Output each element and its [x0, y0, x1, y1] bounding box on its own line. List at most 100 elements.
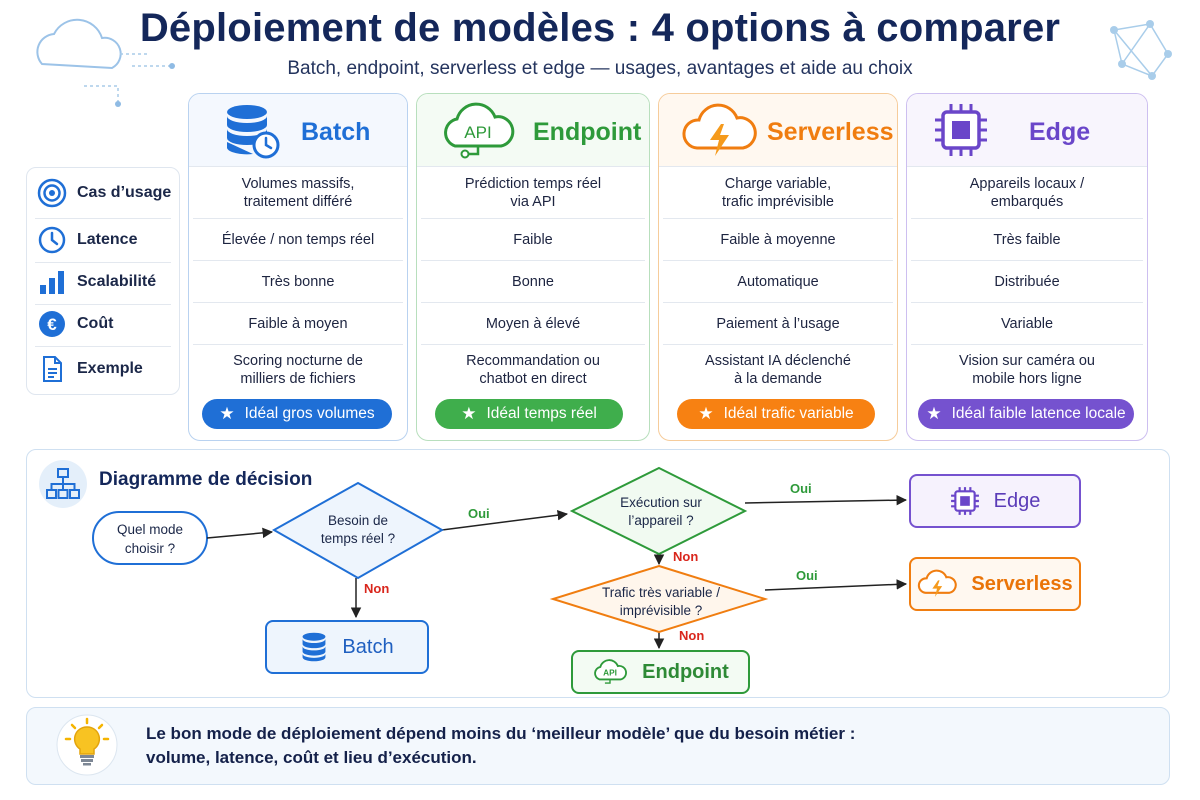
star-icon: ★	[461, 404, 477, 423]
star-icon: ★	[219, 404, 235, 423]
criteria-label: Cas d’usage	[77, 184, 172, 201]
page-title: Déploiement de modèles : 4 options à com…	[139, 6, 1061, 50]
option-column-batch: Batch Volumes massifs, traitement différ…	[188, 93, 408, 441]
badge-label: Idéal temps réel	[486, 405, 597, 422]
ideal-badge: ★ Idéal faible latence locale	[918, 399, 1134, 429]
badge-label: Idéal trafic variable	[723, 405, 854, 422]
criteria-label: Scalabilité	[77, 273, 157, 290]
cell-example: Scoring nocturne de milliers de fichiers	[233, 353, 363, 387]
cell-latency: Faible à moyenne	[720, 231, 836, 248]
yes-label: Oui	[796, 568, 818, 583]
outcome-label: Serverless	[971, 572, 1073, 595]
outcome-label: Edge	[993, 489, 1041, 512]
criteria-row-latency: Latence	[37, 220, 177, 260]
ideal-badge: ★ Idéal trafic variable	[677, 399, 875, 429]
yes-label: Oui	[790, 481, 812, 496]
api-cloud-icon: API	[444, 102, 515, 159]
cell-cost: Variable	[1000, 315, 1054, 332]
option-name: Endpoint	[533, 118, 642, 146]
criteria-row-scalability: Scalabilité	[37, 262, 177, 302]
api-cloud-icon: API	[594, 658, 628, 684]
option-header: API Endpoint	[417, 94, 649, 167]
cell-scalability: Très bonne	[261, 273, 335, 290]
target-icon	[37, 178, 67, 208]
criteria-label: Latence	[77, 231, 138, 248]
no-label: Non	[364, 581, 389, 596]
criteria-column: Cas d’usage Latence Scalabilité € Coût E…	[26, 167, 180, 395]
page-subtitle: Batch, endpoint, serverless et edge — us…	[287, 58, 913, 79]
option-column-serverless: Serverless Charge variable, trafic impré…	[658, 93, 898, 441]
outcome-batch: Batch	[265, 620, 429, 674]
document-icon	[43, 356, 62, 382]
lightbulb-icon	[56, 714, 118, 776]
svg-text:€: €	[47, 315, 57, 334]
option-name: Edge	[1029, 118, 1091, 146]
yes-label: Oui	[468, 506, 490, 521]
badge-label: Idéal faible latence locale	[951, 405, 1126, 422]
start-node	[92, 511, 208, 565]
option-header: Serverless	[659, 94, 897, 167]
option-name: Serverless	[767, 118, 894, 146]
cloud-decoration-icon	[36, 18, 175, 107]
star-icon: ★	[698, 404, 714, 423]
outcome-edge: Edge	[909, 474, 1081, 528]
cell-scalability: Distribuée	[994, 273, 1060, 290]
takeaway-text: Le bon mode de déploiement dépend moins …	[146, 724, 856, 767]
option-header: Edge	[907, 94, 1147, 167]
svg-text:API: API	[603, 667, 617, 677]
cell-usage: Prédiction temps réel via API	[464, 176, 602, 210]
cell-cost: Paiement à l’usage	[716, 315, 840, 332]
bar-chart-icon	[40, 271, 64, 294]
cell-scalability: Automatique	[737, 273, 819, 290]
criteria-row-usage: Cas d’usage	[37, 173, 177, 213]
cell-example: Vision sur caméra ou mobile hors ligne	[959, 353, 1095, 387]
question-node-realtime	[271, 481, 445, 580]
cell-latency: Élevée / non temps réel	[221, 231, 375, 248]
cell-usage: Volumes massifs, traitement différé	[241, 176, 355, 210]
cell-latency: Très faible	[993, 231, 1061, 248]
database-icon	[302, 632, 326, 662]
option-name: Batch	[301, 118, 371, 146]
network-decoration-icon	[1110, 20, 1172, 80]
criteria-row-example: Exemple	[37, 349, 177, 389]
outcome-serverless: Serverless	[909, 557, 1081, 611]
ideal-badge: ★ Idéal gros volumes	[202, 399, 392, 429]
cell-usage: Appareils locaux / embarqués	[969, 176, 1085, 210]
question-node-traffic	[549, 564, 769, 634]
option-header: Batch	[189, 94, 407, 167]
cell-cost: Moyen à élevé	[485, 315, 581, 332]
flowchart-icon	[39, 460, 87, 508]
chip-icon	[950, 487, 979, 515]
cell-scalability: Bonne	[512, 273, 554, 290]
decision-title: Diagramme de décision	[99, 469, 313, 490]
criteria-label: Coût	[77, 315, 114, 332]
question-node-device	[569, 466, 748, 556]
option-column-endpoint: API Endpoint Prédiction temps réel via A…	[416, 93, 650, 441]
cell-example: Recommandation ou chatbot en direct	[466, 353, 600, 387]
star-icon: ★	[926, 404, 942, 423]
chip-icon	[935, 104, 987, 156]
cell-example: Assistant IA déclenché à la demande	[705, 353, 851, 387]
badge-label: Idéal gros volumes	[244, 405, 375, 422]
cell-latency: Faible	[513, 231, 553, 248]
no-label: Non	[679, 628, 704, 643]
option-column-edge: Edge Appareils locaux / embarqués Très f…	[906, 93, 1148, 441]
database-clock-icon	[227, 105, 280, 159]
criteria-label: Exemple	[77, 360, 143, 377]
svg-text:API: API	[464, 123, 491, 142]
outcome-label: Batch	[342, 635, 394, 658]
euro-icon: €	[39, 311, 65, 337]
question-traffic-label: Trafic très variable /imprévisible ?	[602, 585, 720, 618]
cloud-lightning-icon	[918, 569, 958, 597]
takeaway-panel	[26, 707, 1170, 785]
criteria-row-cost: € Coût	[37, 304, 177, 344]
cell-cost: Faible à moyen	[248, 315, 348, 332]
clock-icon	[38, 226, 66, 254]
outcome-label: Endpoint	[642, 660, 729, 683]
cell-usage: Charge variable, trafic imprévisible	[722, 176, 834, 210]
cloud-lightning-icon	[682, 103, 757, 156]
